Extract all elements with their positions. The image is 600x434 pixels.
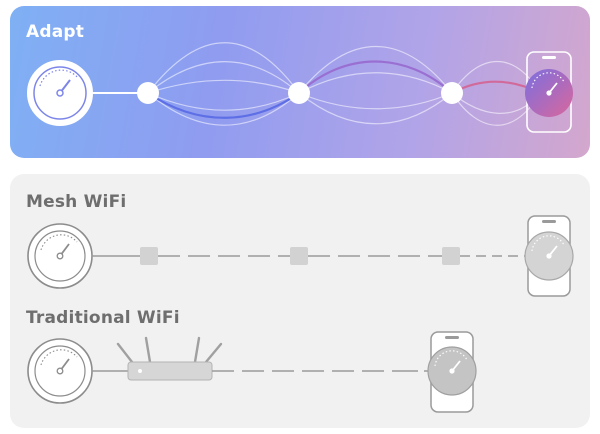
adapt-diagram bbox=[27, 42, 573, 133]
adapt-active-path-1 bbox=[147, 92, 300, 119]
adapt-title: Adapt bbox=[26, 22, 85, 42]
adapt-node-1 bbox=[137, 82, 159, 104]
adapt-node-3 bbox=[441, 82, 463, 104]
adapt-speedometer-icon bbox=[27, 60, 93, 126]
adapt-phone-icon bbox=[525, 51, 573, 133]
traditional-title: Traditional WiFi bbox=[26, 308, 180, 328]
mesh-node-icon bbox=[442, 247, 460, 265]
comparison-diagram bbox=[27, 215, 574, 413]
adapt-node-2 bbox=[288, 82, 310, 104]
traditional-phone-icon bbox=[427, 331, 477, 413]
adapt-web-1 bbox=[147, 42, 300, 126]
mesh-speedometer-icon bbox=[27, 223, 93, 289]
mesh-phone-icon bbox=[524, 215, 574, 297]
adapt-web-2 bbox=[298, 46, 453, 125]
adapt-panel: Adapt bbox=[10, 6, 590, 158]
mesh-title: Mesh WiFi bbox=[26, 192, 127, 212]
mesh-node-icon bbox=[290, 247, 308, 265]
traditional-speedometer-icon bbox=[27, 338, 93, 404]
adapt-active-path-2 bbox=[298, 60, 453, 94]
comparison-panel: Mesh WiFi Traditional WiFi bbox=[10, 174, 590, 428]
router-icon bbox=[116, 336, 223, 381]
mesh-node-icon bbox=[140, 247, 158, 265]
